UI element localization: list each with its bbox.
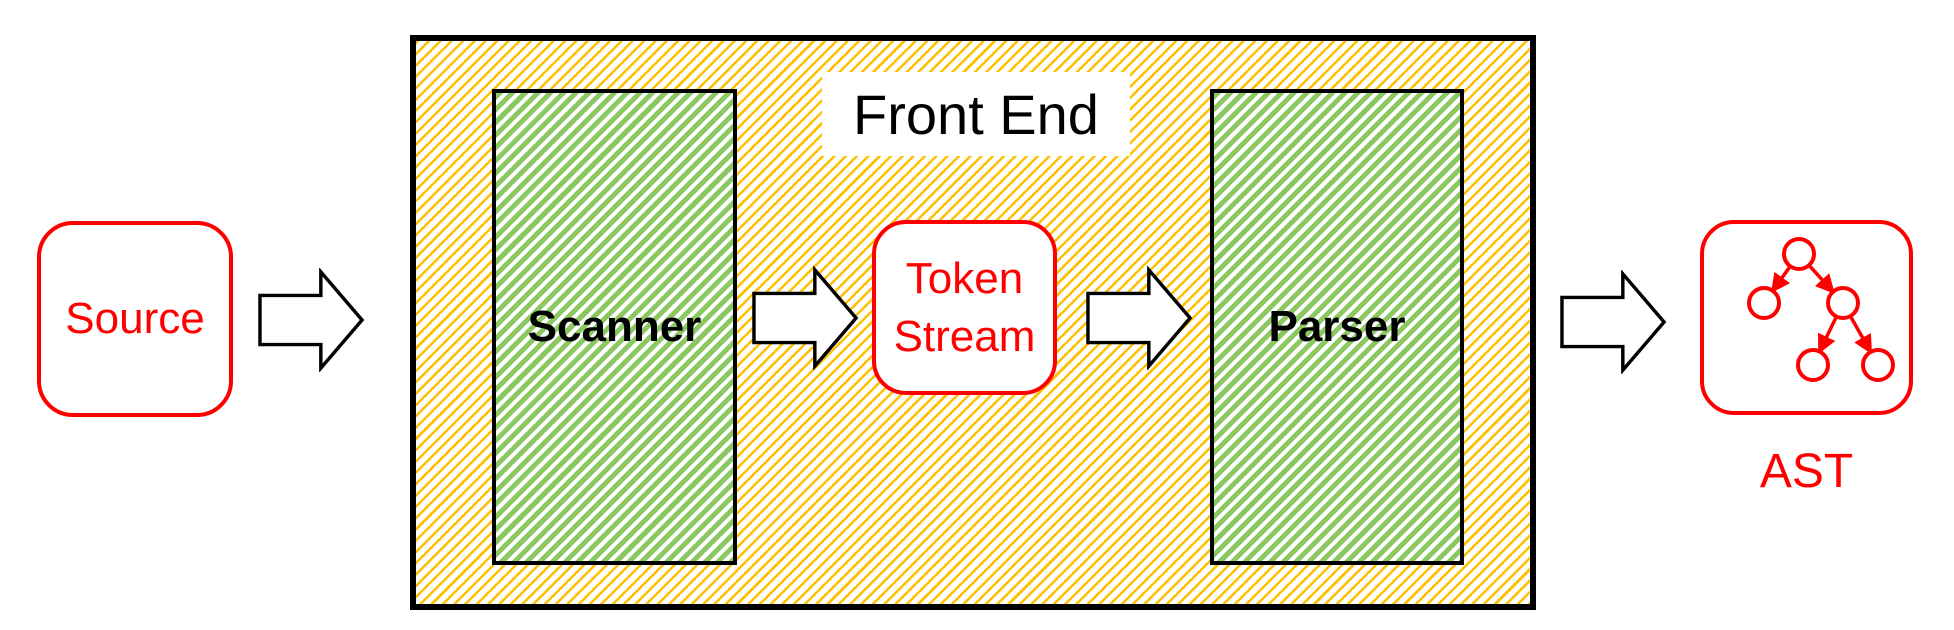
frontend-title: Front End bbox=[822, 72, 1130, 156]
token-stream-label: Token Stream bbox=[893, 253, 1036, 361]
scanner-node: Scanner bbox=[492, 89, 737, 565]
scanner-label: Scanner bbox=[527, 302, 702, 351]
flow-arrow-icon bbox=[258, 268, 366, 372]
ast-label: AST bbox=[1759, 445, 1854, 498]
ast-tree-icon bbox=[1747, 237, 1895, 382]
flow-arrow-icon bbox=[1086, 266, 1194, 370]
source-label: Source bbox=[65, 294, 205, 343]
flow-arrow-icon bbox=[752, 266, 860, 370]
source-node: Source bbox=[37, 221, 233, 417]
ast-node bbox=[1700, 220, 1913, 415]
token-stream-node: Token Stream bbox=[872, 220, 1057, 395]
parser-node: Parser bbox=[1210, 89, 1464, 565]
frontend-container: Front End Scanner Token Stream Parser bbox=[410, 35, 1536, 610]
parser-label: Parser bbox=[1268, 302, 1406, 351]
frontend-title-label: Front End bbox=[853, 82, 1099, 146]
flow-arrow-icon bbox=[1560, 270, 1668, 374]
